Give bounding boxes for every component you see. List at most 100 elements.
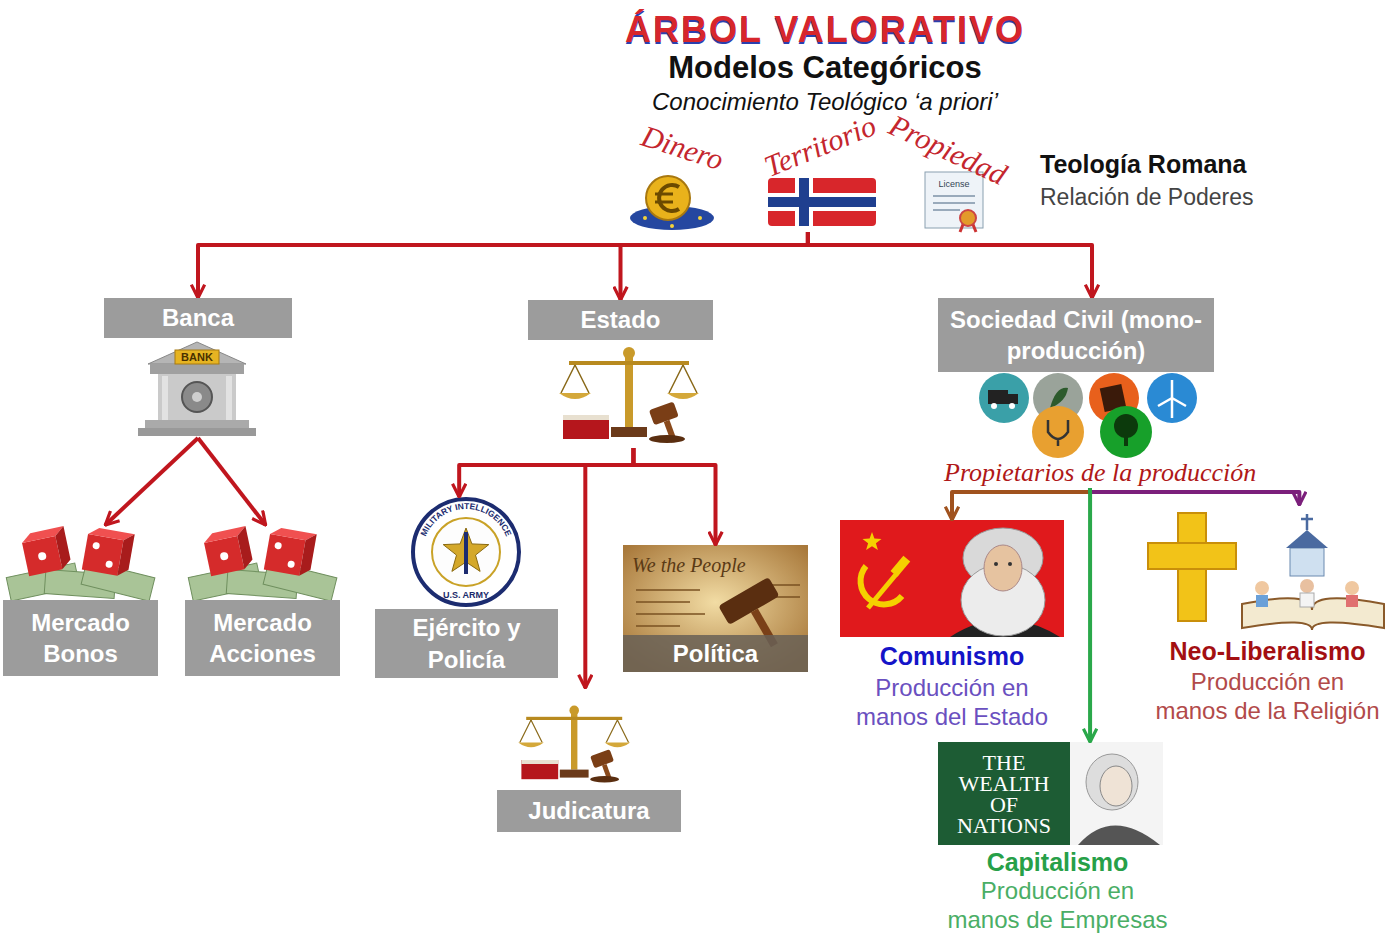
- military-emblem-part: [464, 532, 468, 574]
- communism-picture-part: [1008, 562, 1012, 566]
- bank-building-part: [150, 364, 244, 374]
- connector-arrow: [1088, 458, 1092, 742]
- communism-picture-part: [891, 556, 911, 577]
- religion-picture-part: [1286, 530, 1328, 548]
- bank-building-part: [182, 382, 212, 412]
- religion-picture-part: [1301, 514, 1313, 530]
- market-box: Mercado Acciones: [185, 525, 340, 676]
- communism-picture-part: [863, 532, 882, 550]
- node-label: Estado: [528, 300, 713, 340]
- euro-coin-part: [670, 224, 674, 228]
- society-icons-part: [979, 373, 1029, 423]
- state-branch-box: Judicatura: [497, 688, 681, 832]
- communism-picture-part: [994, 562, 998, 566]
- norway-flag: [768, 178, 876, 226]
- religion-picture-part: [1300, 579, 1314, 593]
- communism-picture-part: [984, 545, 1022, 591]
- norway-flag-part: [768, 193, 876, 211]
- connector-arrow: [621, 232, 808, 300]
- node-body: Producción en manos de la Religión: [1145, 667, 1390, 727]
- capitalism-picture: [938, 742, 1163, 845]
- capitalism-picture-part: [1100, 766, 1132, 806]
- religion-picture: [1148, 513, 1384, 630]
- institution-box: Estado: [528, 300, 713, 448]
- state-branch-box: Ejército y Policía: [375, 497, 558, 678]
- religion-picture-part: [1290, 548, 1324, 576]
- capitalism-picture-part: [1070, 742, 1163, 845]
- euro-coin-part: [698, 216, 702, 220]
- religion-picture-part: [1346, 595, 1358, 607]
- euro-coin: [630, 176, 714, 230]
- military-emblem-part: [413, 499, 519, 605]
- ideology-box: ComunismoProducción en manos del Estado: [840, 520, 1064, 735]
- communism-picture-part: [840, 520, 1064, 637]
- communism-picture-part: [868, 572, 898, 608]
- justice-scales-part: [518, 706, 630, 785]
- money-dice-part: [188, 526, 337, 601]
- node-body: Producción en manos del Estado: [840, 672, 1064, 734]
- bank-building: [138, 342, 256, 436]
- society-icons-part: [1009, 403, 1015, 409]
- society-icons-part: [1048, 420, 1068, 446]
- bank-building-part: [192, 392, 202, 402]
- market-box: Mercado Bonos: [3, 525, 158, 676]
- society-icons-part: [991, 403, 997, 409]
- society-icons: [979, 373, 1197, 458]
- diagram-title: ÁRBOL VALORATIVO: [560, 8, 1090, 52]
- node-label: Mercado Bonos: [3, 600, 158, 676]
- text-label: Modelos Categóricos: [560, 48, 1090, 88]
- military-emblem: [413, 499, 519, 605]
- emblem-text: MILITARY INTELLIGENCE: [418, 501, 513, 538]
- node-label: Judicatura: [497, 790, 681, 832]
- constitution-picture-part: [623, 545, 808, 672]
- justice-scales-part: [559, 347, 699, 446]
- connector-arrow: [198, 438, 266, 525]
- text-label: Teología Romana: [1040, 148, 1340, 180]
- ideology-box: Neo-LiberalismoProducción en manos de la…: [1145, 505, 1390, 730]
- religion-picture-part: [1178, 513, 1206, 621]
- connector-arrow: [808, 232, 1092, 298]
- euro-coin-part: [643, 216, 647, 220]
- society-icons-part: [1050, 388, 1068, 408]
- society-icons-part: [988, 390, 1008, 404]
- text-label: Relación de Poderes: [1040, 182, 1340, 212]
- capitalism-picture-part: [1078, 826, 1160, 846]
- religion-picture-part: [1300, 593, 1314, 607]
- bank-building-part: [226, 376, 232, 420]
- bank-building-part: [148, 342, 246, 364]
- euro-coin-part: [655, 194, 673, 202]
- text-label: BANK: [175, 350, 219, 364]
- society-icons-part: [1147, 373, 1197, 423]
- euro-coin-part: [646, 176, 690, 220]
- node-label: Política: [623, 635, 808, 672]
- text-label: THE WEALTH OF NATIONS: [942, 750, 1066, 838]
- society-icons-part: [1124, 432, 1128, 446]
- bank-building-part: [138, 428, 256, 436]
- text-label: Propietarios de la producción: [940, 458, 1260, 488]
- node-label: Mercado Acciones: [185, 600, 340, 676]
- religion-picture-part: [1256, 595, 1268, 607]
- constitution-picture-part-part: [718, 577, 779, 625]
- connector-arrow: [459, 448, 633, 497]
- money-dice: [6, 526, 337, 601]
- text-label: U.S. ARMY: [436, 589, 496, 601]
- value-word: Territorio: [748, 103, 891, 189]
- society-icons-part: [1100, 406, 1152, 458]
- military-emblem-part: [432, 518, 500, 586]
- connector-arrow: [198, 232, 808, 298]
- institution-box: Banca: [104, 298, 292, 438]
- bank-building-part: [162, 376, 168, 420]
- society-icons-part: [1032, 406, 1084, 458]
- value-word: Dinero: [627, 115, 738, 182]
- node-heading: Neo-Liberalismo: [1145, 635, 1390, 667]
- node-heading: Comunismo: [840, 640, 1064, 672]
- society-icons-part: [1158, 380, 1186, 418]
- node-label: Banca: [104, 298, 292, 338]
- religion-picture-part: [1181, 545, 1203, 567]
- bank-building-part: [158, 374, 236, 420]
- bank-building-part: [175, 350, 219, 364]
- norway-flag-part: [768, 197, 876, 207]
- money-dice-part: [6, 526, 155, 601]
- religion-picture-part: [1255, 581, 1269, 595]
